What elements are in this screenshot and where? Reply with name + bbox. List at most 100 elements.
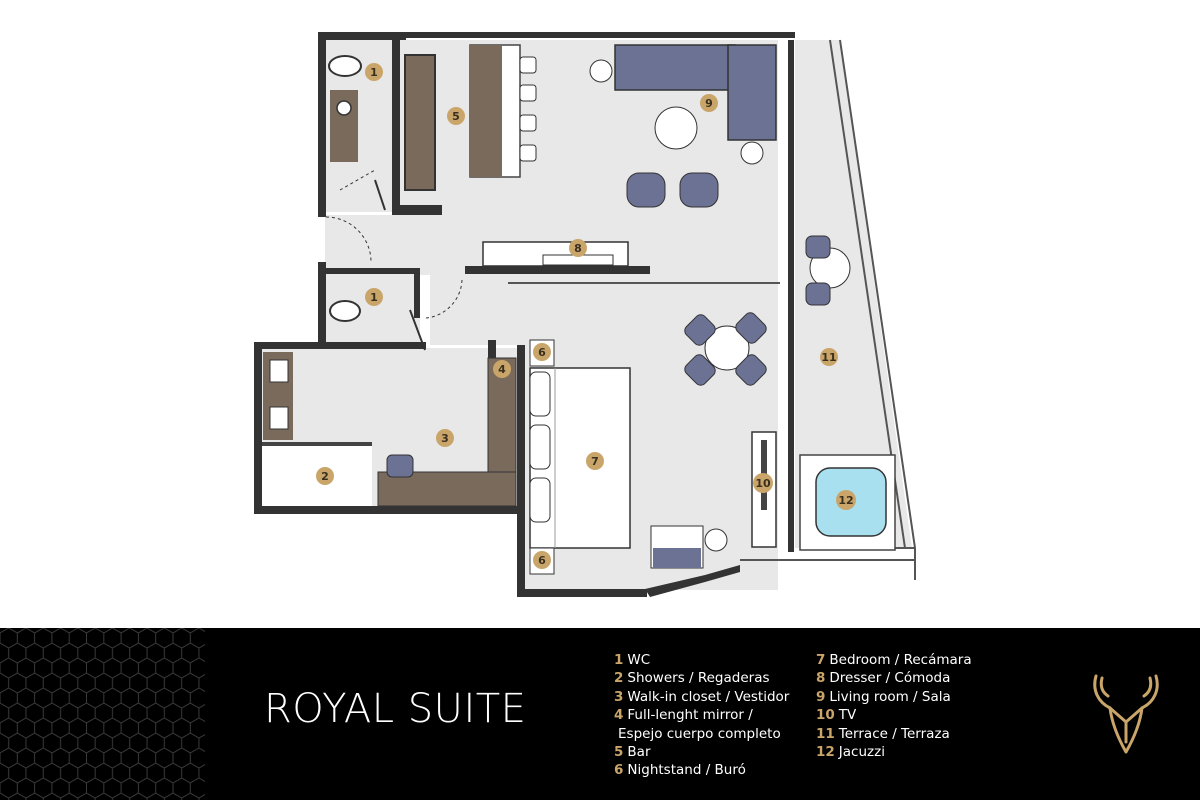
marker-bedroom: 7 <box>586 452 604 470</box>
legend-label: Espejo cuerpo completo <box>618 725 781 742</box>
svg-text:2: 2 <box>321 470 329 483</box>
chair-icon <box>386 454 414 478</box>
chair-icon <box>735 312 767 344</box>
room-markers: 1 5 9 8 1 6 4 3 7 11 2 10 12 6 <box>316 63 856 569</box>
toilet-icon <box>329 300 361 322</box>
legend-label: Living room / Sala <box>829 688 951 705</box>
legend-number: 6 <box>614 762 624 779</box>
legend-label: Bedroom / Recámara <box>829 652 972 668</box>
svg-text:10: 10 <box>755 477 771 490</box>
chair-icon <box>735 354 767 386</box>
wall-closet-left <box>254 342 262 514</box>
svg-text:3: 3 <box>441 432 449 445</box>
svg-text:1: 1 <box>370 66 378 79</box>
legend-number: 12 <box>816 744 835 761</box>
legend-number: 7 <box>816 652 826 668</box>
bar-cabinet-icon <box>404 54 436 191</box>
legend-number: 8 <box>816 670 826 687</box>
legend-label: TV <box>838 707 857 724</box>
marker-nightstand-top: 6 <box>533 343 551 361</box>
wall-closet-top <box>254 342 426 349</box>
bar-stool-icon <box>519 114 537 132</box>
suite-title: ROYAL SUITE <box>264 686 527 732</box>
legend-number: 5 <box>614 744 624 761</box>
legend-label: WC <box>627 652 651 668</box>
chair-icon <box>805 235 831 259</box>
wall-bedroom-left <box>517 345 525 597</box>
legend-number: 4 <box>614 707 624 724</box>
chair-icon <box>684 314 716 346</box>
wall-bar-bottom <box>392 205 442 215</box>
chair-icon <box>805 282 831 306</box>
wall-closet-bottom <box>254 506 518 514</box>
svg-text:5: 5 <box>452 110 460 123</box>
sink-icon <box>336 100 352 116</box>
wall-top-left <box>318 32 406 40</box>
living-room-furniture <box>589 44 777 208</box>
wall-bottom <box>517 589 647 597</box>
marker-jacuzzi: 12 <box>836 490 856 510</box>
legend-item: Espejo cuerpo completo <box>614 725 789 743</box>
svg-text:9: 9 <box>705 97 713 110</box>
shower-glass-icon <box>262 442 372 446</box>
floor-hall <box>325 215 485 275</box>
sink-icon <box>269 406 289 430</box>
wall-wc-divider <box>325 268 420 274</box>
floor-plan: 1 5 9 8 1 6 4 3 7 11 2 10 12 6 <box>254 32 916 597</box>
wall-wc-right <box>414 268 420 318</box>
wall-dresser <box>465 266 650 274</box>
marker-terrace: 11 <box>820 348 838 366</box>
floor-plan-area: 1 5 9 8 1 6 4 3 7 11 2 10 12 6 <box>254 32 916 597</box>
wall-top <box>400 32 795 38</box>
svg-text:4: 4 <box>498 363 506 376</box>
wall-left-top <box>318 32 326 217</box>
svg-text:7: 7 <box>591 455 599 468</box>
dining-furniture <box>684 312 767 386</box>
svg-text:8: 8 <box>574 242 582 255</box>
marker-nightstand-bottom: 6 <box>533 551 551 569</box>
pillow-icon <box>529 371 551 417</box>
sink-icon <box>269 359 289 383</box>
hexagon-pattern <box>0 628 205 800</box>
marker-tv: 10 <box>753 473 773 493</box>
dresser-fixtures <box>482 241 780 284</box>
marker-dresser: 8 <box>569 239 587 257</box>
bedroom-furniture <box>529 339 777 575</box>
svg-text:6: 6 <box>538 346 546 359</box>
bar-stool-icon <box>519 84 537 102</box>
toilet-icon <box>328 55 362 77</box>
bar-fixtures <box>404 44 537 191</box>
marker-mirror: 4 <box>493 360 511 378</box>
wc-top-fixtures <box>328 55 362 162</box>
pillow-icon <box>529 424 551 470</box>
marker-living-room: 9 <box>700 94 718 112</box>
legend-label: Jacuzzi <box>838 744 885 761</box>
svg-text:12: 12 <box>838 494 853 507</box>
legend-number: 3 <box>614 688 624 705</box>
sofa-icon <box>727 44 777 141</box>
floor-terrace <box>795 40 912 548</box>
side-table-icon <box>704 528 728 552</box>
svg-text:6: 6 <box>538 554 546 567</box>
legend-number: 9 <box>816 688 826 705</box>
closet-fixtures <box>262 352 517 507</box>
side-table-icon <box>740 141 764 165</box>
armchair-icon <box>626 172 666 208</box>
legend-number: 2 <box>614 670 624 687</box>
legend-label: Dresser / Cómoda <box>829 670 951 687</box>
wall-bottom-right <box>645 565 740 597</box>
